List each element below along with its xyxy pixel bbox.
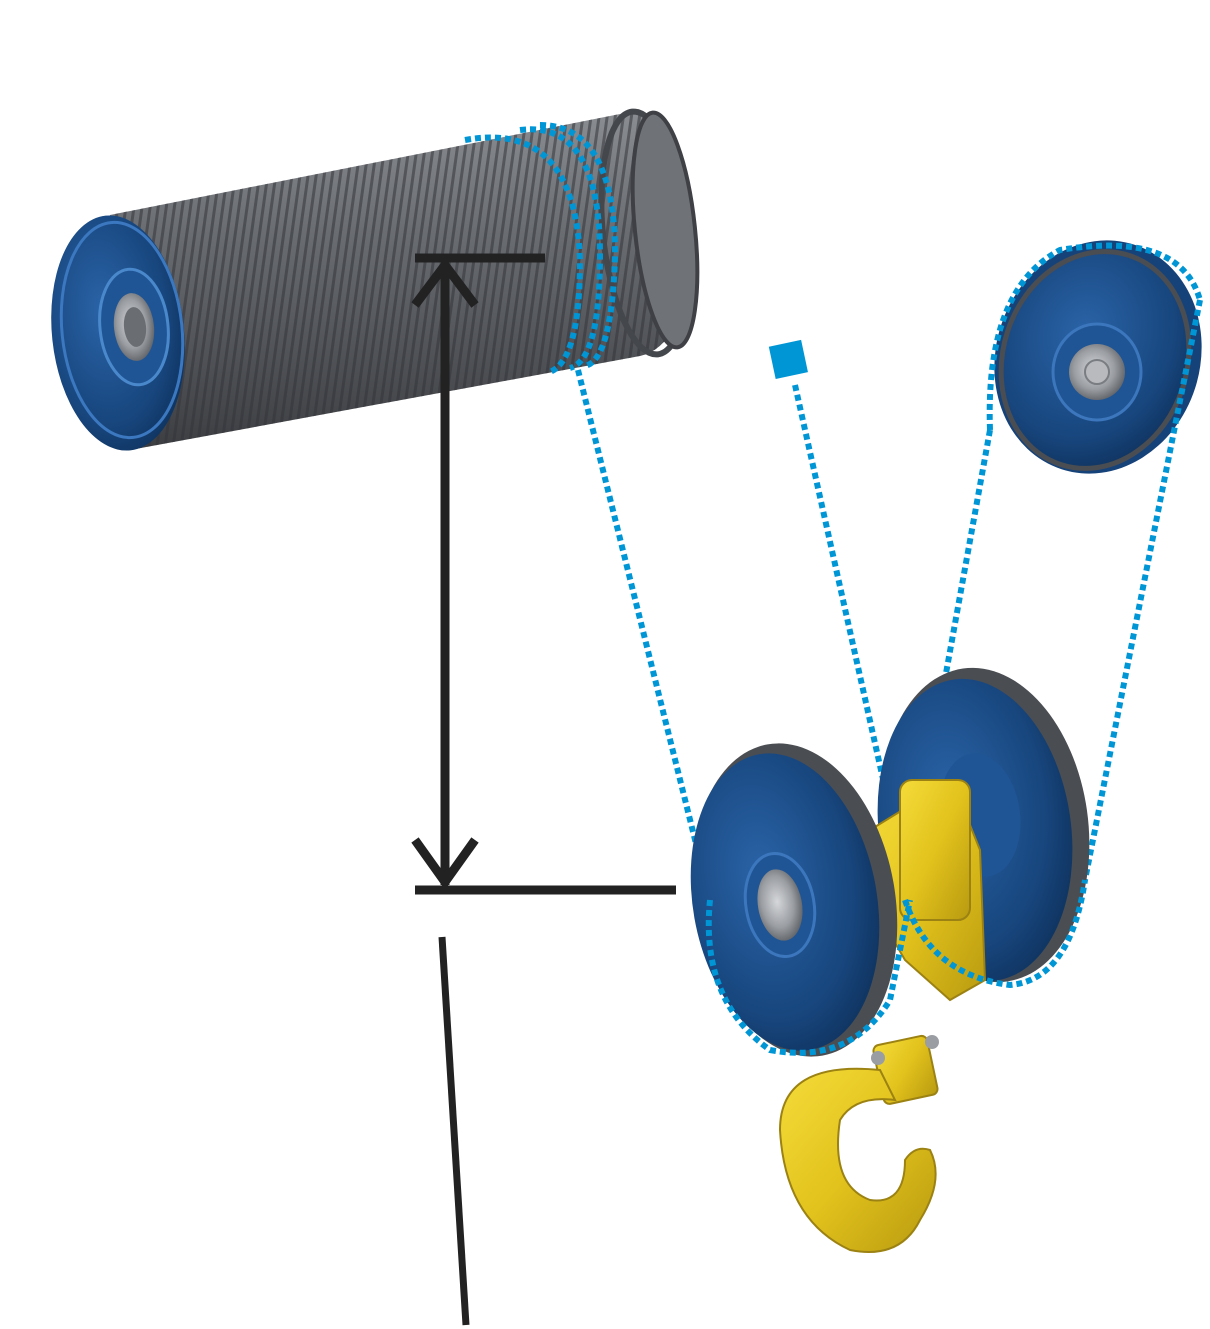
- hook-icon: [778, 1067, 937, 1253]
- lift-height-dimension: [411, 253, 676, 895]
- rope-under-rear-sheave: [902, 879, 1088, 989]
- arrow-down-icon: [411, 837, 479, 890]
- arrow-up-icon: [411, 257, 479, 308]
- rope-anchor-point: [768, 339, 808, 379]
- front-sheave-hub-icon: [757, 869, 803, 941]
- rope-over-upper-sheave: [986, 242, 1203, 431]
- rope-drum: [51, 108, 700, 451]
- rope-hanging-line: [438, 936, 470, 1326]
- upper-sheave: [994, 240, 1202, 474]
- drum-flange: [51, 215, 185, 451]
- rope-under-front-sheave: [705, 899, 913, 1056]
- front-sheave: [690, 743, 898, 1057]
- hook-block: [690, 667, 1090, 1253]
- rope-falls: [575, 299, 1203, 901]
- rope-on-drum: [464, 122, 619, 375]
